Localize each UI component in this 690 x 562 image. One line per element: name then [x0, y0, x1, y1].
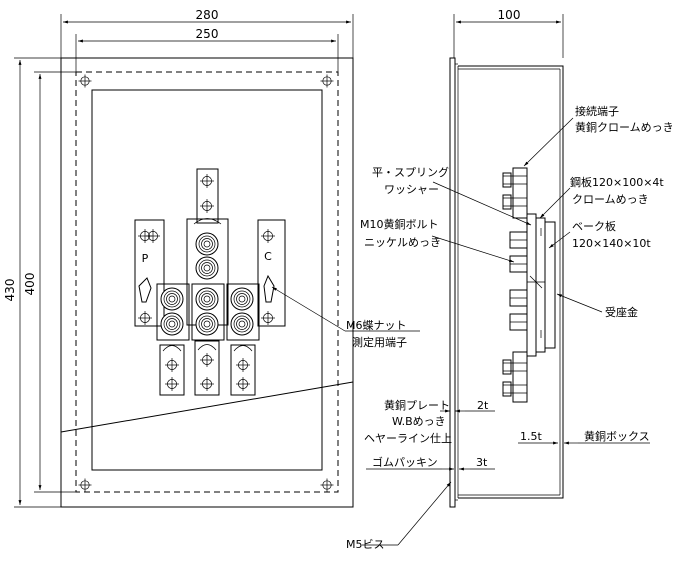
callout-receiver: 受座金 — [556, 293, 638, 319]
callout-gasket: ゴムパッキン 3t — [366, 455, 495, 471]
bakelite-label: ベーク板 — [572, 219, 616, 233]
outer-width-label: 280 — [196, 8, 219, 22]
terminal-bolt-icon — [195, 256, 219, 280]
outer-height-label: 430 — [3, 279, 17, 302]
terminal-bolt-icon — [160, 287, 184, 311]
inner-panel — [91, 89, 323, 471]
inner-height-label: 400 — [23, 273, 37, 296]
m10-bolt-icon — [509, 231, 528, 331]
brass-plate-finish-label: W.Bめっき — [392, 415, 446, 428]
callout-bakelite: ベーク板 120×140×10t — [548, 219, 651, 250]
terminal-bolt-icon — [160, 312, 184, 336]
m6-nut-label: M6蝶ナット — [346, 318, 407, 332]
bolt-finish-label: ニッケルめっき — [364, 236, 441, 249]
front-view: 280 250 430 400 — [3, 8, 420, 508]
corner-screw-icon — [78, 478, 92, 492]
brass-box-body — [458, 65, 564, 499]
terminal-material-label: 黄銅クロームめっき — [575, 120, 674, 134]
section-line — [60, 381, 354, 433]
callout-terminal: 接続端子 黄銅クロームめっき — [523, 104, 674, 167]
measuring-terminal-label: 測定用端子 — [352, 335, 407, 349]
callout-brass-plate: 黄銅プレート W.Bめっき ヘヤーライン仕上 2t — [364, 398, 495, 445]
terminal-block-p: P — [134, 219, 165, 327]
screw-label: M5ビス — [346, 538, 385, 551]
dimension-inner-height: 400 — [23, 71, 78, 493]
bakelite-size-label: 120×140×10t — [572, 237, 651, 250]
terminal-bolt-icon — [195, 232, 219, 256]
brass-plate-label: 黄銅プレート — [384, 398, 450, 412]
dimension-outer-height: 430 — [3, 57, 62, 508]
bolt-label: M10黄銅ボルト — [360, 217, 439, 231]
terminal-label: 接続端子 — [575, 104, 619, 118]
terminal-bolt-icon — [195, 287, 219, 311]
terminal-assembly — [502, 167, 556, 403]
washer-label-2: ワッシャー — [384, 183, 439, 196]
steel-plate-finish-label: クロームめっき — [572, 193, 649, 206]
cover-plate — [60, 57, 354, 508]
side-depth-label: 100 — [498, 8, 521, 22]
brass-plate-hairline-label: ヘヤーライン仕上 — [364, 432, 452, 445]
callout-steel-plate: 鋼板120×100×4t クロームめっき — [539, 175, 664, 219]
terminal-bolt-icon — [230, 287, 254, 311]
corner-screw-icon — [320, 74, 334, 88]
terminal-bolt-icon — [230, 312, 254, 336]
callout-m6-nut: M6蝶ナット 測定用端子 — [271, 286, 420, 349]
gasket-thickness-label: 3t — [476, 456, 488, 469]
callout-bolt: M10黄銅ボルト ニッケルめっき — [360, 217, 515, 263]
terminal-block-lower — [156, 283, 260, 396]
corner-screw-icon — [78, 74, 92, 88]
receiver-label: 受座金 — [605, 305, 638, 319]
dimension-side-depth: 100 — [453, 8, 564, 58]
dimension-outer-width: 280 — [60, 8, 354, 60]
terminal-bolt-icon — [195, 312, 219, 336]
callout-screw: M5ビス — [346, 481, 452, 551]
brass-box-label: 黄銅ボックス — [584, 429, 650, 443]
callout-washer: 平・スプリング ワッシャー — [372, 165, 532, 226]
box-thickness-label: 1.5t — [520, 430, 542, 443]
phase-c-label: C — [264, 250, 272, 263]
terminal-block-c: C — [257, 219, 286, 327]
callout-brass-box: 1.5t 黄銅ボックス — [518, 429, 650, 445]
inner-width-label: 250 — [196, 27, 219, 41]
box-outline-dashed — [75, 71, 339, 493]
cover-plate-side — [449, 57, 456, 508]
brass-plate-thickness-label: 2t — [477, 399, 489, 412]
corner-screw-icon — [320, 478, 334, 492]
phase-p-label: P — [142, 252, 149, 265]
washer-label: 平・スプリング — [372, 165, 449, 179]
gasket-label: ゴムパッキン — [372, 455, 438, 469]
dimension-inner-width: 250 — [75, 27, 339, 74]
steel-plate-label: 鋼板120×100×4t — [570, 175, 664, 189]
side-view: 100 — [346, 8, 674, 551]
